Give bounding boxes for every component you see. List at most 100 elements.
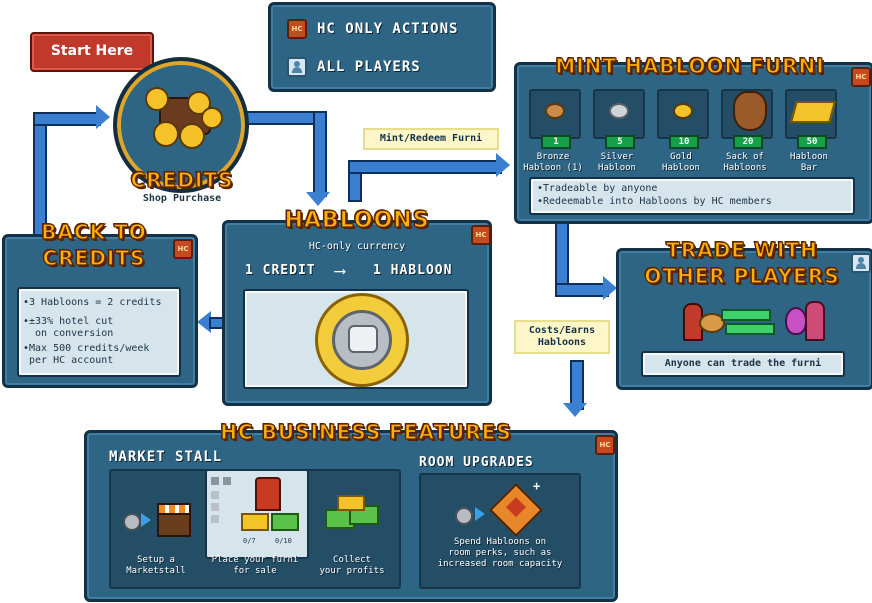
skull-icon	[348, 325, 378, 353]
start-here-label: Start Here	[50, 43, 134, 59]
business-title: HC BUSINESS FEATURES	[220, 419, 512, 444]
arrowhead-down	[306, 192, 330, 206]
habloon-coin-icon	[455, 507, 473, 525]
habloons-title: HABLOONS	[284, 207, 430, 233]
trade-panel: Anyone can trade the furni	[616, 248, 872, 390]
sack-habloon-slot	[721, 89, 773, 139]
mint-bullet-2: •Redeemable into Habloons by HC members	[537, 196, 772, 207]
credits-circle	[113, 57, 249, 193]
inventory-slot	[211, 503, 219, 511]
arrow-right-icon	[141, 513, 151, 527]
back-title-line1: BACK TO	[41, 219, 147, 244]
coin-icon	[179, 123, 205, 149]
market-stall-heading: MARKET STALL	[109, 449, 223, 465]
coin-icon	[201, 107, 223, 129]
mint-info: •Tradeable by anyone •Redeemable into Ha…	[529, 177, 855, 215]
gold-bars-icon	[241, 513, 269, 531]
place-furni-card: 0/7 0/10	[205, 469, 309, 559]
bar-label: Habloon Bar	[790, 152, 828, 173]
inventory-slot	[211, 515, 219, 523]
bronze-value-tag: 1	[541, 135, 571, 149]
legend-all-players: ALL PLAYERS	[317, 59, 421, 75]
inventory-slot	[223, 477, 231, 485]
legend-hc-only: HC ONLY ACTIONS	[317, 21, 459, 37]
sack-value-tag: 20	[733, 135, 763, 149]
marketstall-icon	[157, 503, 191, 537]
silver-label: Silver Habloon	[598, 152, 636, 173]
silver-coin-icon	[609, 103, 629, 119]
coin-icon	[153, 121, 179, 147]
habloon-coin-icon	[123, 513, 141, 531]
habloon-display	[243, 289, 469, 389]
step-collect-caption: Collect your profits	[319, 555, 385, 576]
mint-redeem-note: Mint/Redeem Furni	[363, 128, 499, 150]
start-here-button[interactable]: Start Here	[30, 32, 154, 72]
trade-caption-box: Anyone can trade the furni	[641, 351, 845, 377]
silver-value-tag: 5	[605, 135, 635, 149]
conversion-left: 1 CREDIT	[245, 263, 316, 278]
mint-panel: 1 5 10 20 50 Bronze Habloon (1) Silver H…	[514, 62, 872, 224]
step-place-caption: Place your furni for sale	[211, 555, 299, 576]
profits-pile-icon	[325, 495, 379, 531]
arrow-back-up-h	[33, 112, 101, 126]
legend-panel: HC ONLY ACTIONS ALL PLAYERS	[268, 2, 496, 92]
all-players-icon	[851, 253, 871, 273]
plus-icon: +	[533, 479, 541, 493]
cash-stack-icon	[271, 513, 299, 531]
hc-badge-icon	[471, 225, 491, 245]
arrow-habloons-to-mint-h	[348, 160, 502, 174]
step-setup-caption: Setup a Marketstall	[126, 555, 186, 576]
trade-title-line2: OTHER PLAYERS	[644, 263, 840, 288]
arrow-right-icon: ⟶	[335, 261, 345, 280]
bronze-label: Bronze Habloon (1)	[523, 152, 583, 173]
room-upgrades-heading: ROOM UPGRADES	[419, 455, 534, 470]
player-avatar-right	[805, 301, 825, 341]
stall-count-2: 0/10	[275, 537, 292, 545]
gold-habloon-slot	[657, 89, 709, 139]
hc-badge-icon	[595, 435, 615, 455]
trade-title-line1: TRADE WITH	[666, 237, 818, 262]
coin-icon	[145, 87, 169, 111]
arrow-mint-to-trade-h	[555, 283, 609, 297]
sack-label: Sack of Habloons	[723, 152, 767, 173]
habloon-stack-icon	[699, 313, 725, 333]
habloons-subtitle: HC-only currency	[308, 241, 406, 252]
habloons-panel: HC-only currency 1 CREDIT ⟶ 1 HABLOON	[222, 220, 492, 406]
trade-caption: Anyone can trade the furni	[664, 358, 822, 369]
sack-icon	[733, 91, 767, 131]
habloon-bar-slot	[785, 89, 837, 139]
gold-bar-icon	[790, 101, 836, 123]
mint-title: MINT HABLOON FURNI	[555, 53, 825, 78]
hc-badge-icon	[851, 67, 871, 87]
gold-label: Gold Habloon	[662, 152, 700, 173]
hc-badge-icon	[173, 239, 193, 259]
arrowhead-right-trade	[603, 276, 617, 300]
back-bullet-3: •Max 500 credits/week per HC account	[23, 343, 150, 366]
habloon-coin-icon	[315, 293, 409, 387]
gold-coin-icon	[673, 103, 693, 119]
back-bullet-1: •3 Habloons = 2 credits	[23, 297, 162, 308]
back-to-credits-panel: •3 Habloons = 2 credits •±33% hotel cut …	[2, 234, 198, 388]
inventory-slot	[211, 477, 219, 485]
arrowhead-down-business	[563, 403, 587, 417]
mint-bullet-1: •Tradeable by anyone	[537, 183, 658, 194]
habloon-coin-face	[332, 310, 392, 370]
arrow-right-icon	[475, 507, 485, 521]
room-caption: Spend Habloons on room perks, such as in…	[437, 537, 563, 569]
red-chair-icon	[255, 477, 281, 511]
silver-habloon-slot	[593, 89, 645, 139]
bar-value-tag: 50	[797, 135, 827, 149]
back-bullet-2: •±33% hotel cut on conversion	[23, 316, 114, 339]
room-upgrades-box: + Spend Habloons on room perks, such as …	[419, 473, 581, 589]
costs-earns-note: Costs/Earns Habloons	[514, 320, 610, 354]
back-title-line2: CREDITS	[42, 245, 146, 270]
credits-title: CREDITS	[130, 167, 234, 192]
gold-value-tag: 10	[669, 135, 699, 149]
market-stall-box: Setup a Marketstall 0/7 0/10 Place your …	[109, 469, 401, 589]
credits-subtitle: Shop Purchase	[142, 193, 222, 204]
arrow-credits-to-habloons-v	[313, 111, 327, 197]
egg-item-icon	[785, 307, 807, 335]
arrowhead-left	[197, 311, 211, 333]
inventory-slot	[211, 491, 219, 499]
all-players-icon	[287, 57, 307, 77]
